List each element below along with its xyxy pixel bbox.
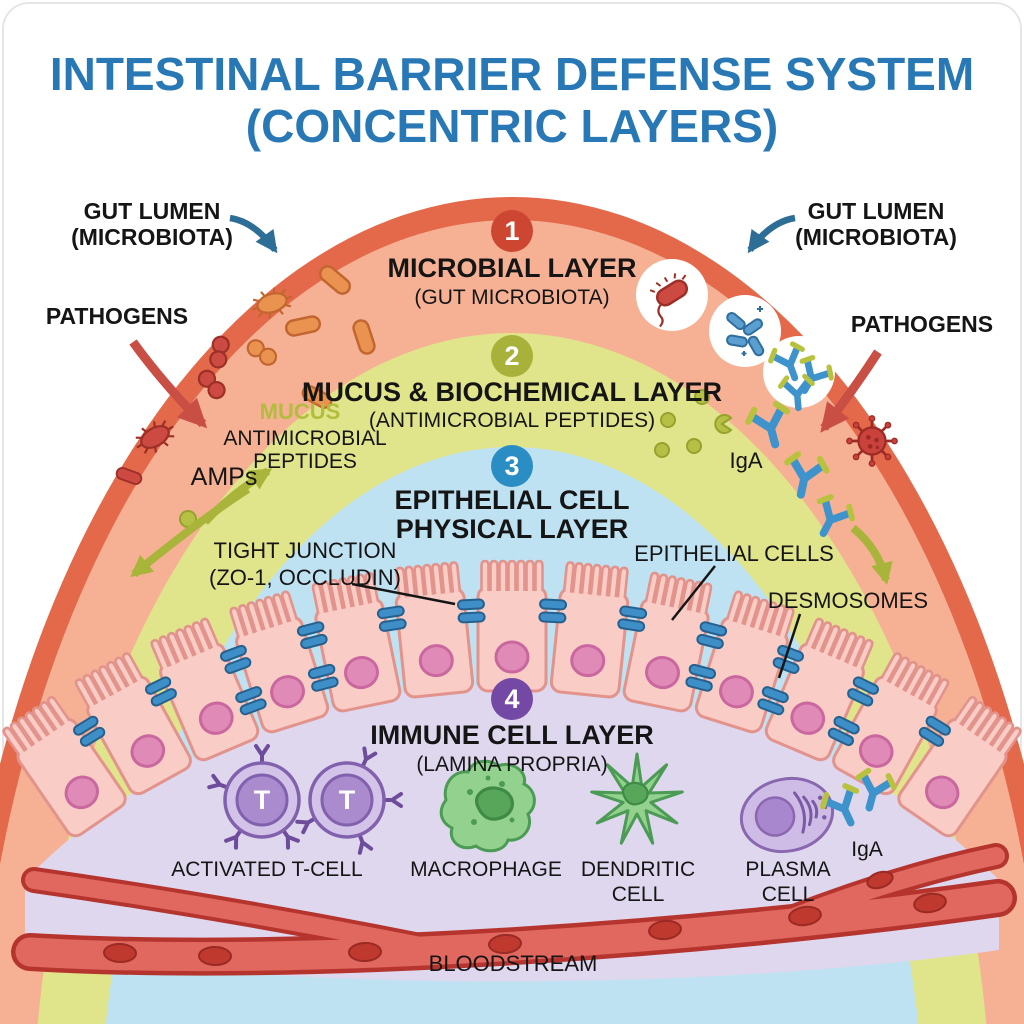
dendritic-cell-icon [590,752,684,845]
blue-bacteria-icon [726,306,765,357]
gut-lumen-arrow-left [229,214,278,254]
dendritic-cell-label-line1: DENDRITIC [581,858,695,881]
gut-lumen-right-line1: GUT LUMEN [808,198,945,224]
amp-dots [179,389,733,528]
immune-cells: T T [207,744,896,855]
plasma-cell-label-line2: CELL [762,883,815,906]
amps-arrow-down [130,485,251,578]
activated-t-cell-label: ACTIVATED T-CELL [171,858,362,881]
layer-2-subtitle: (ANTIMICROBIAL PEPTIDES) [369,409,655,432]
dendritic-cell-label-line2: CELL [612,883,665,906]
epithelial-cell [476,559,548,693]
badge-3 [491,445,533,487]
layer-2-title: MUCUS & BIOCHEMICAL LAYER [302,377,722,407]
pathogens-arrow-right [820,349,882,433]
badge-2 [491,335,533,377]
antimicrobial-label-line2: PEPTIDES [253,450,357,473]
amp-pacman-icon [714,414,733,434]
gut-lumen-left-line1: GUT LUMEN [84,198,221,224]
badge-2-number: 2 [504,341,519,371]
layer-badges: 1 2 3 4 [491,210,533,720]
macrophage-label: MACROPHAGE [410,858,562,881]
pointer-lines [351,565,802,679]
page-title-line2: (CONCENTRIC LAYERS) [246,100,778,152]
layer-4-subtitle: (LAMINA PROPRIA) [416,753,607,776]
amps-arrow-right [850,524,893,585]
desmosomes-pointer [777,613,802,679]
plasma-cell-label-line1: PLASMA [745,858,830,881]
badge-1 [491,210,533,252]
macrophage-icon [439,759,536,853]
tight-junction-label-line1: TIGHT JUNCTION [214,538,397,563]
t-cell-icon: T [295,746,403,855]
pathogens-label-right: PATHOGENS [851,311,993,337]
desmosomes-label: DESMOSOMES [768,588,928,613]
layer-1-subtitle: (GUT MICROBIOTA) [414,286,609,309]
bloodstream-label: BLOODSTREAM [429,951,598,976]
t-cell-icon: T [207,744,301,850]
pathogens-label-left: PATHOGENS [46,303,188,329]
page-title-line1: INTESTINAL BARRIER DEFENSE SYSTEM [50,48,974,100]
gut-lumen-right-line2: (MICROBIOTA) [795,224,957,250]
layer-3-title-line1: EPITHELIAL CELL [394,485,629,515]
layer-3-title-line2: PHYSICAL LAYER [396,514,629,544]
layer-4-title: IMMUNE CELL LAYER [370,720,654,750]
gut-lumen-arrow-right [747,214,796,254]
virus-icon [845,414,899,468]
t-cell-marker: T [254,785,271,815]
epithelial-cells-label: EPITHELIAL CELLS [634,541,834,566]
arrows [129,214,893,585]
t-cell-marker: T [339,785,356,815]
tight-junction-label-line2: (ZO-1, OCCLUDIN) [209,565,401,590]
amps-label: AMPs [191,463,258,491]
antimicrobial-label-line1: ANTIMICROBIAL [223,427,386,450]
pathogens-arrow-left [129,339,208,429]
gut-microbiota-badges-right [636,259,899,468]
badge-1-number: 1 [504,216,519,246]
epithelial-cells-pointer [671,565,716,621]
badge-4-number: 4 [504,684,519,714]
red-blood-cells [103,870,947,967]
gut-lumen-left-line2: (MICROBIOTA) [71,224,233,250]
iga-label-bottom: IgA [851,838,883,861]
tight-junction-pointer [351,582,456,606]
badge-3-number: 3 [504,451,519,481]
mucus-layer-contents [179,389,856,542]
layer-1-title: MICROBIAL LAYER [387,253,636,283]
badge-4 [491,678,533,720]
diagram-text: INTESTINAL BARRIER DEFENSE SYSTEM (CONCE… [46,48,993,976]
antibody-badge-circle [763,336,835,408]
mucus-label: MUCUS [260,399,341,424]
iga-label-mid: IgA [729,448,762,473]
